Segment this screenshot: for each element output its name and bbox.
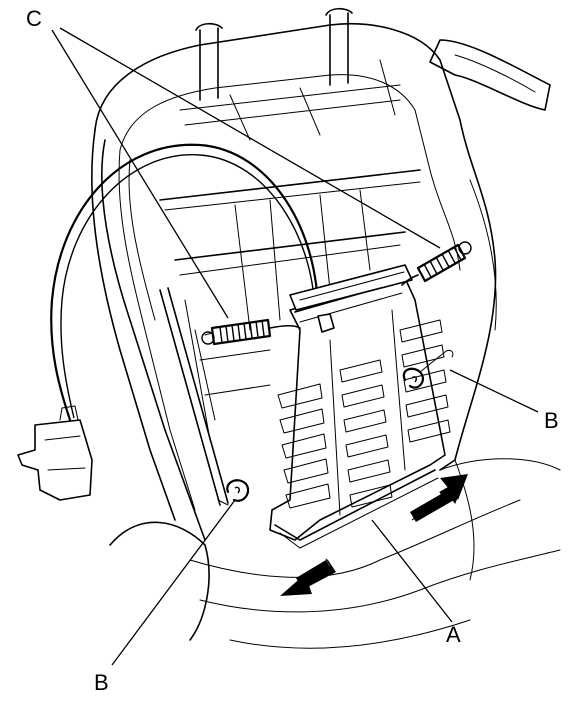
release-cable: [50, 143, 320, 422]
callout-b-right: B: [544, 408, 559, 433]
arrow-up-right: [410, 474, 468, 522]
clip-right: [402, 349, 454, 389]
clip-left: [217, 479, 250, 506]
seat-back-frame: [91, 22, 561, 649]
callout-b-left: B: [94, 670, 109, 695]
spring-left: [201, 318, 301, 346]
leader-b-right: [449, 369, 539, 413]
callout-a: A: [446, 622, 461, 647]
cable-connector: [17, 405, 93, 501]
recline-lever: [429, 39, 551, 111]
callout-c: C: [26, 6, 42, 31]
leader-b-left: [111, 499, 236, 666]
side-rod: [159, 287, 229, 506]
spring-right: [401, 241, 472, 286]
headrest-mounts: [179, 7, 401, 141]
arrow-down-left: [280, 558, 336, 596]
lumbar-support-plate: [269, 277, 451, 549]
frame-crossbars: [159, 169, 421, 441]
leader-c-right: [59, 27, 441, 249]
leader-lines: [51, 27, 539, 666]
leader-c-left: [51, 29, 229, 319]
leader-a: [371, 519, 453, 623]
upper-guide: [289, 264, 413, 311]
